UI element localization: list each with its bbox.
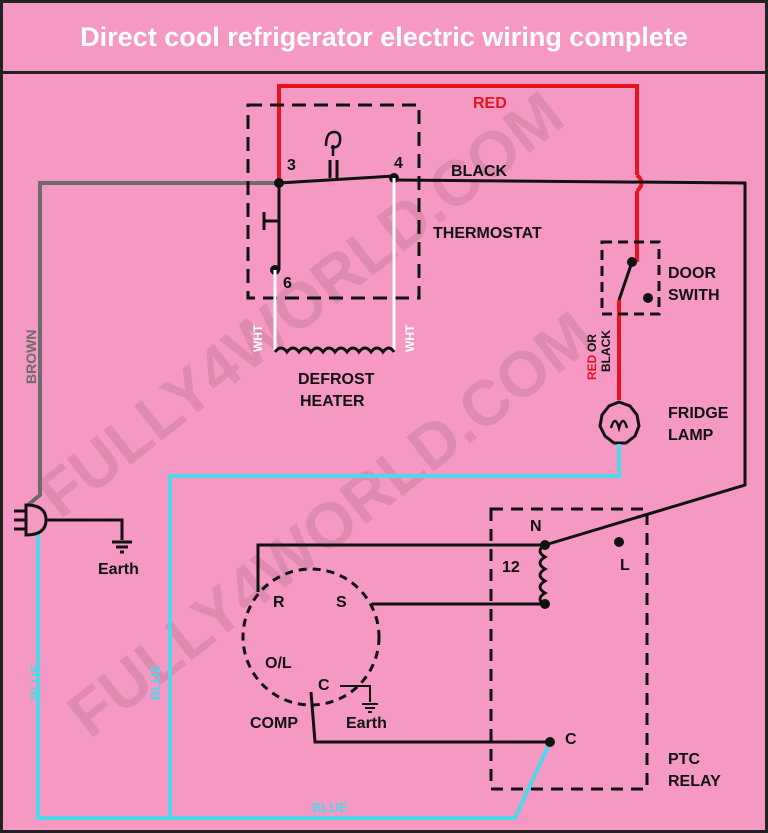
- thermostat-contact-arm: [278, 174, 395, 185]
- watermark-text-1: FULLY4WORLD.COM: [24, 77, 576, 531]
- earth-icon-comp: [362, 703, 378, 713]
- comp-terminal-ol-label: O/L: [265, 655, 292, 672]
- red-wire: [277, 84, 639, 183]
- compressor-body: [241, 567, 381, 707]
- brown-wire: [26, 181, 279, 507]
- red-or-black-label-or: OR: [585, 334, 599, 352]
- ptc-relay-coil: [538, 543, 548, 607]
- wht-label-left: WHT: [251, 324, 265, 352]
- door-switch-label-2: SWITH: [668, 287, 720, 304]
- fridge-lamp-label-2: LAMP: [668, 427, 714, 444]
- relay-terminal-l-label: L: [620, 557, 630, 574]
- comp-terminal-c-label: C: [318, 677, 330, 694]
- comp-terminal-r-label: R: [273, 594, 285, 611]
- door-switch-terminal-right: [643, 293, 653, 303]
- black-wire-label: BLACK: [451, 163, 507, 180]
- brown-wire-label: BROWN: [23, 330, 39, 384]
- fridge-lamp-icon: [598, 400, 641, 445]
- thermostat-box: [246, 103, 421, 300]
- fridge-lamp-label-1: FRIDGE: [668, 405, 729, 422]
- watermark: FULLY4WORLD.COM FULLY4WORLD.COM: [24, 77, 606, 751]
- terminal-4-label: 4: [394, 155, 403, 172]
- relay-terminal-c-label: C: [565, 731, 577, 748]
- title-bar: Direct cool refrigerator electric wiring…: [0, 0, 768, 74]
- terminal-3-dot: [274, 178, 284, 188]
- wire-relay-to-comp-r: [256, 543, 545, 592]
- power-plug-icon: [24, 503, 48, 537]
- fridge-lamp-filament: [609, 419, 629, 433]
- diagram-title: Direct cool refrigerator electric wiring…: [80, 21, 688, 52]
- watermark-text-2: FULLY4WORLD.COM: [54, 297, 606, 751]
- blue-wire-label-mid: BLUE: [148, 664, 163, 700]
- earth-label-comp: Earth: [346, 715, 387, 732]
- ptc-relay-box: [489, 507, 649, 791]
- earth-icon-plug: [112, 540, 132, 554]
- defrost-heater-coil: [273, 346, 396, 355]
- compressor-label: COMP: [250, 715, 298, 732]
- terminal-6-label: 6: [283, 275, 292, 292]
- wire-comp-c-to-relay-c: [309, 691, 550, 744]
- plug-earth-wire: [46, 518, 124, 540]
- blue-wire-to-relay-c: [170, 741, 552, 820]
- door-switch-label-1: DOOR: [668, 265, 716, 282]
- door-switch-box: [600, 240, 661, 316]
- comp-terminal-s-label: S: [336, 594, 347, 611]
- thermostat-label: THERMOSTAT: [433, 225, 542, 242]
- ptc-relay-label-2: RELAY: [668, 773, 721, 790]
- black-wire: [393, 178, 747, 547]
- wht-label-right: WHT: [403, 324, 417, 352]
- ptc-relay-label-1: PTC: [668, 751, 700, 768]
- earth-label-plug: Earth: [98, 561, 139, 578]
- defrost-heater-label-1: DEFROST: [298, 371, 375, 388]
- relay-terminal-12-label: 12: [502, 559, 520, 576]
- terminal-3-label: 3: [287, 157, 296, 174]
- door-switch-arm: [617, 261, 634, 301]
- comp-earth-wire: [340, 685, 371, 702]
- thermostat-knob-icon: [324, 130, 342, 156]
- red-or-black-label-red: RED: [585, 354, 599, 380]
- blue-wire-label-bottom: BLUE: [312, 800, 348, 815]
- red-wire-label: RED: [473, 95, 507, 112]
- relay-terminal-l-dot: [614, 537, 624, 547]
- blue-wire-label-left: BLUE: [28, 664, 43, 700]
- defrost-heater-label-2: HEATER: [300, 393, 365, 410]
- relay-terminal-n-label: N: [530, 518, 542, 535]
- red-or-black-label-black: BLACK: [599, 330, 613, 372]
